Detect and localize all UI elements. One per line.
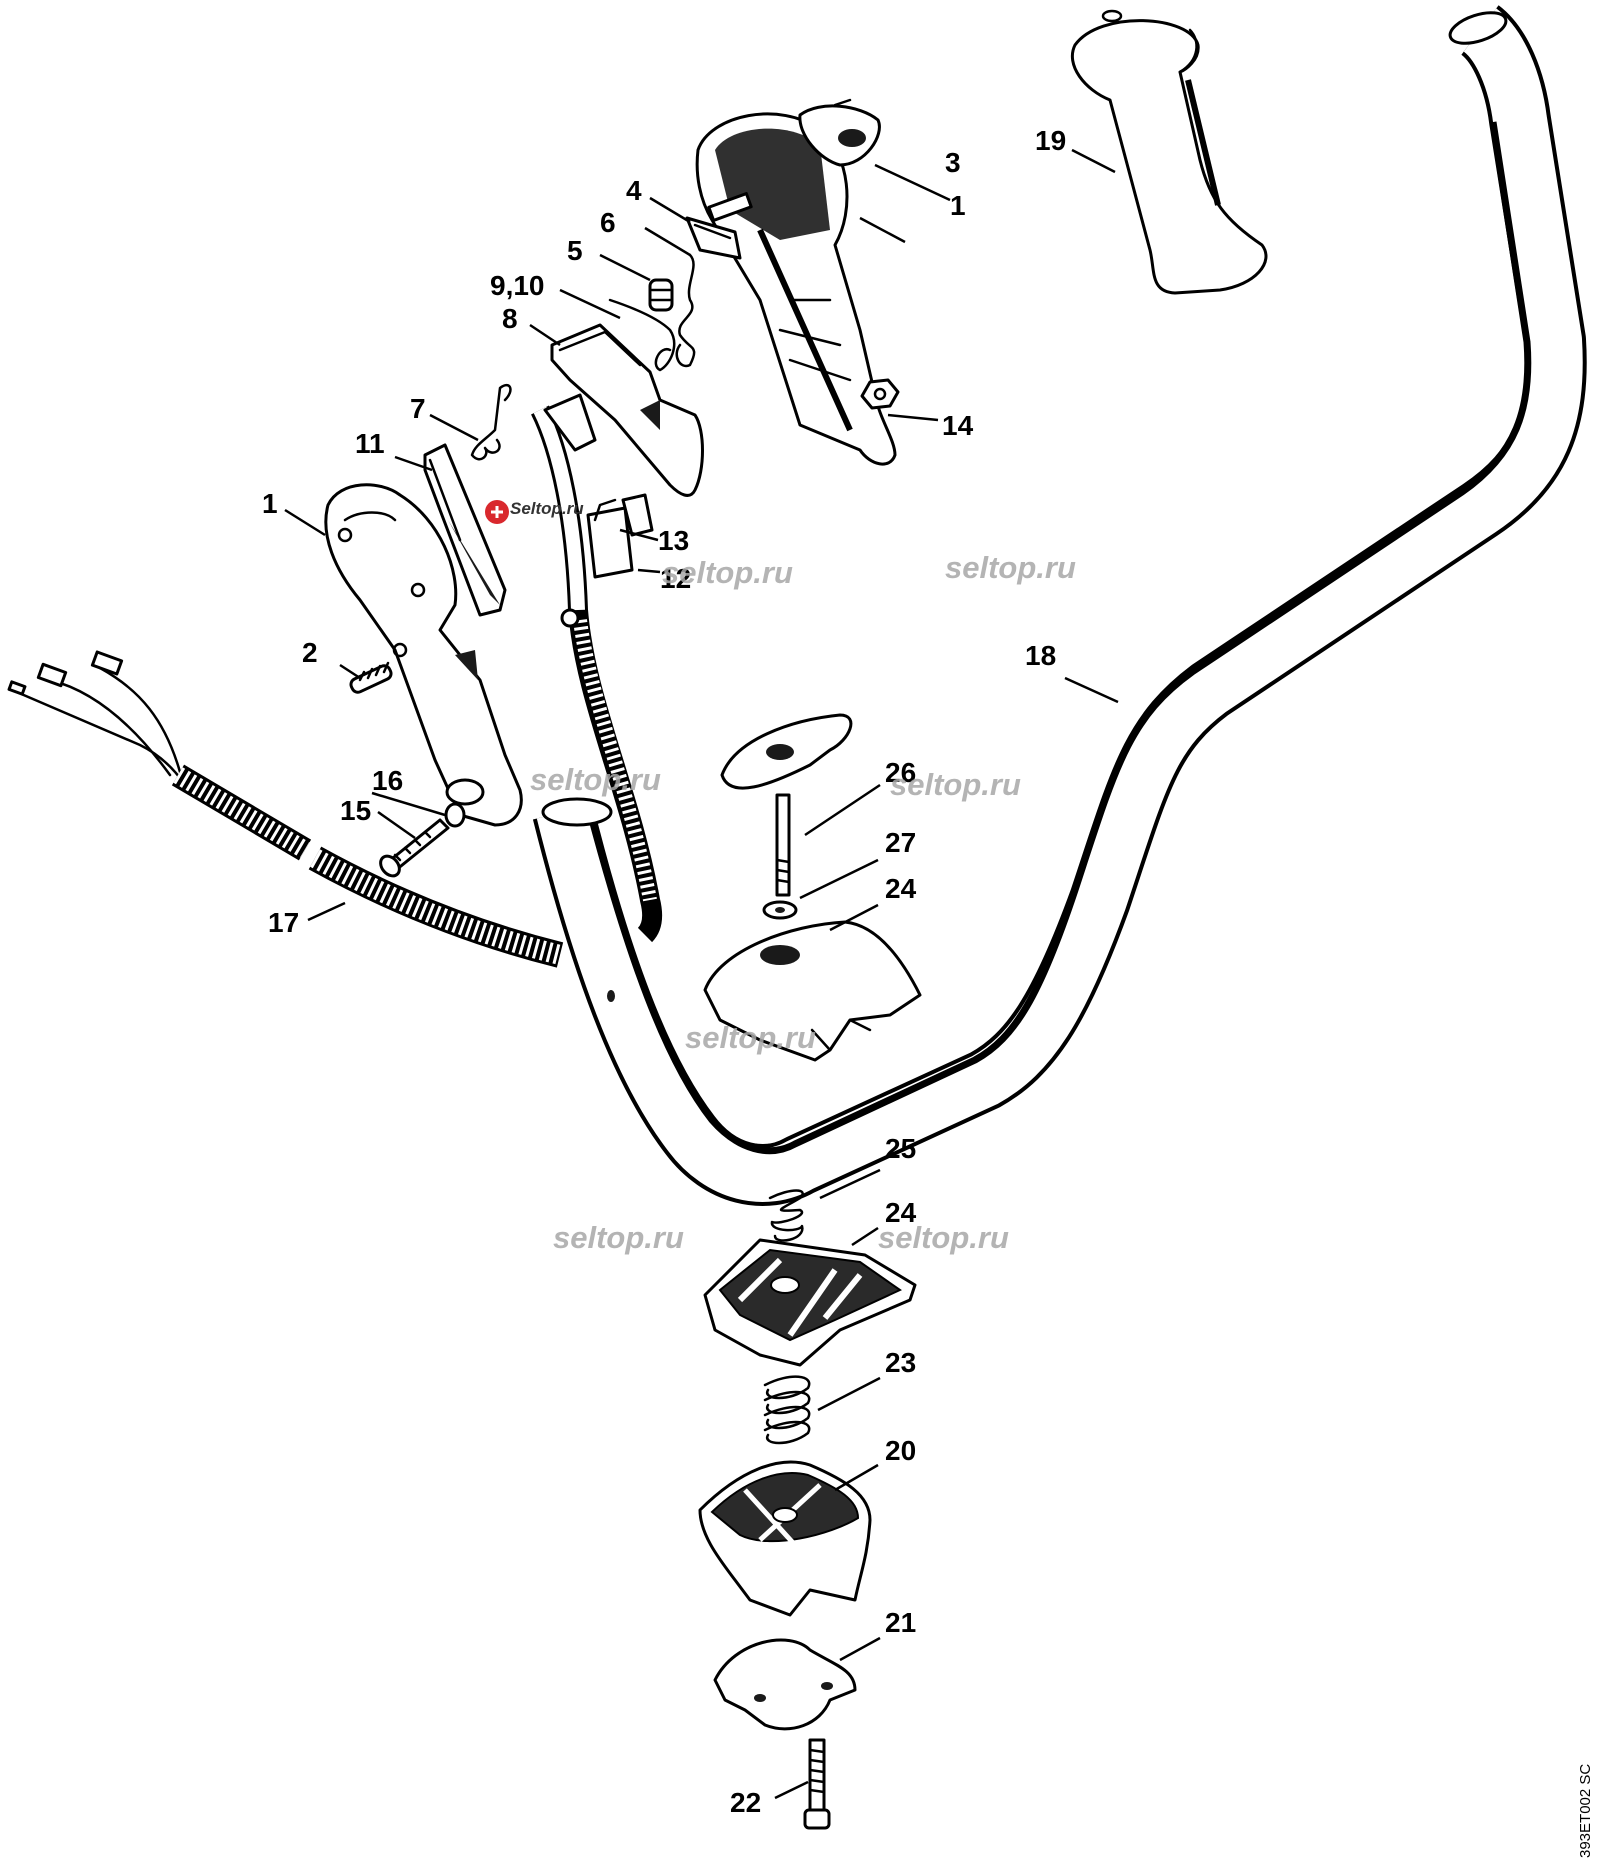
callout-14: 14 [942, 410, 974, 441]
bolt-part-22 [803, 1738, 831, 1830]
grip-part-19 [1070, 9, 1268, 295]
callout-2: 2 [302, 637, 318, 668]
callout-1-lower: 1 [262, 488, 278, 519]
watermark: seltop.ru [530, 762, 661, 797]
washer-part-27 [762, 900, 798, 920]
plate-part-12 [586, 498, 634, 579]
knob-part-3 [798, 98, 881, 167]
callout-12: 12 [660, 563, 691, 594]
callout-17: 17 [268, 907, 299, 938]
nut-part-14 [860, 378, 900, 410]
callout-16: 16 [372, 765, 403, 796]
washer-part-16 [444, 802, 466, 828]
drawing-id: 393ET002 SC [1577, 1764, 1594, 1858]
watermark: seltop.ru [662, 555, 793, 590]
callout-21: 21 [885, 1607, 916, 1638]
lever-part-11 [423, 443, 507, 617]
clamp-half-part-21 [713, 1638, 857, 1731]
clamp-housing-part-20 [698, 1460, 872, 1617]
screw-part-15 [379, 818, 450, 878]
spring-part-9-10 [608, 298, 676, 372]
logo-text: Seltop.ru [510, 499, 584, 518]
watermark: seltop.ru [553, 1220, 684, 1255]
callout-7: 7 [410, 393, 426, 424]
plate-part-13 [621, 493, 654, 537]
callout-5: 5 [567, 235, 583, 266]
watermark: seltop.ru [685, 1020, 816, 1055]
handlebar-tube [532, 5, 1587, 1206]
wiring-harness-part-17 [7, 393, 663, 968]
watermark: seltop.ru [878, 1220, 1009, 1255]
watermark: seltop.ru [945, 550, 1076, 585]
callout-13: 13 [658, 525, 689, 556]
clamp-shell-part-24-lower [703, 1238, 917, 1367]
callout-11: 11 [355, 428, 385, 459]
callout-1-upper: 1 [950, 190, 966, 221]
callout-22: 22 [730, 1787, 761, 1818]
clamp-knob-part-26 [720, 713, 853, 897]
clamp-shell-part-24-upper [703, 920, 922, 1062]
callout-27: 27 [885, 827, 916, 858]
screw-part-5 [648, 278, 674, 312]
callout-24-lower: 24 [885, 1197, 917, 1228]
callout-4: 4 [626, 175, 642, 206]
callout-23: 23 [885, 1347, 916, 1378]
callout-labels: 1 3 4 5 6 9,10 8 7 11 1 2 16 15 17 18 19… [262, 125, 1066, 1818]
control-handle-shell-lower [324, 483, 523, 827]
spring-part-25 [768, 1189, 804, 1242]
callout-18: 18 [1025, 640, 1056, 671]
watermarks: seltop.ru seltop.ru seltop.ru seltop.ru … [530, 550, 1076, 1255]
torsion-spring-part-7 [470, 383, 512, 461]
control-handle-shell-upper [695, 112, 897, 466]
callout-24-upper: 24 [885, 873, 917, 904]
screw-part-2 [349, 661, 393, 694]
contact-part-4 [685, 216, 742, 260]
watermark: seltop.ru [890, 767, 1021, 802]
callout-19: 19 [1035, 125, 1066, 156]
callout-20: 20 [885, 1435, 916, 1466]
callout-8: 8 [502, 303, 518, 334]
spring-part-23 [763, 1375, 811, 1445]
callout-3: 3 [945, 147, 961, 178]
callout-lines [284, 148, 1119, 1800]
trigger-part-8 [550, 323, 704, 497]
spring-part-6 [675, 253, 696, 368]
callout-6: 6 [600, 207, 616, 238]
callout-25: 25 [885, 1133, 916, 1164]
seltop-logo: Seltop.ru [485, 499, 584, 524]
callout-15: 15 [340, 795, 371, 826]
callout-9-10: 9,10 [490, 270, 545, 301]
callout-26: 26 [885, 757, 916, 788]
